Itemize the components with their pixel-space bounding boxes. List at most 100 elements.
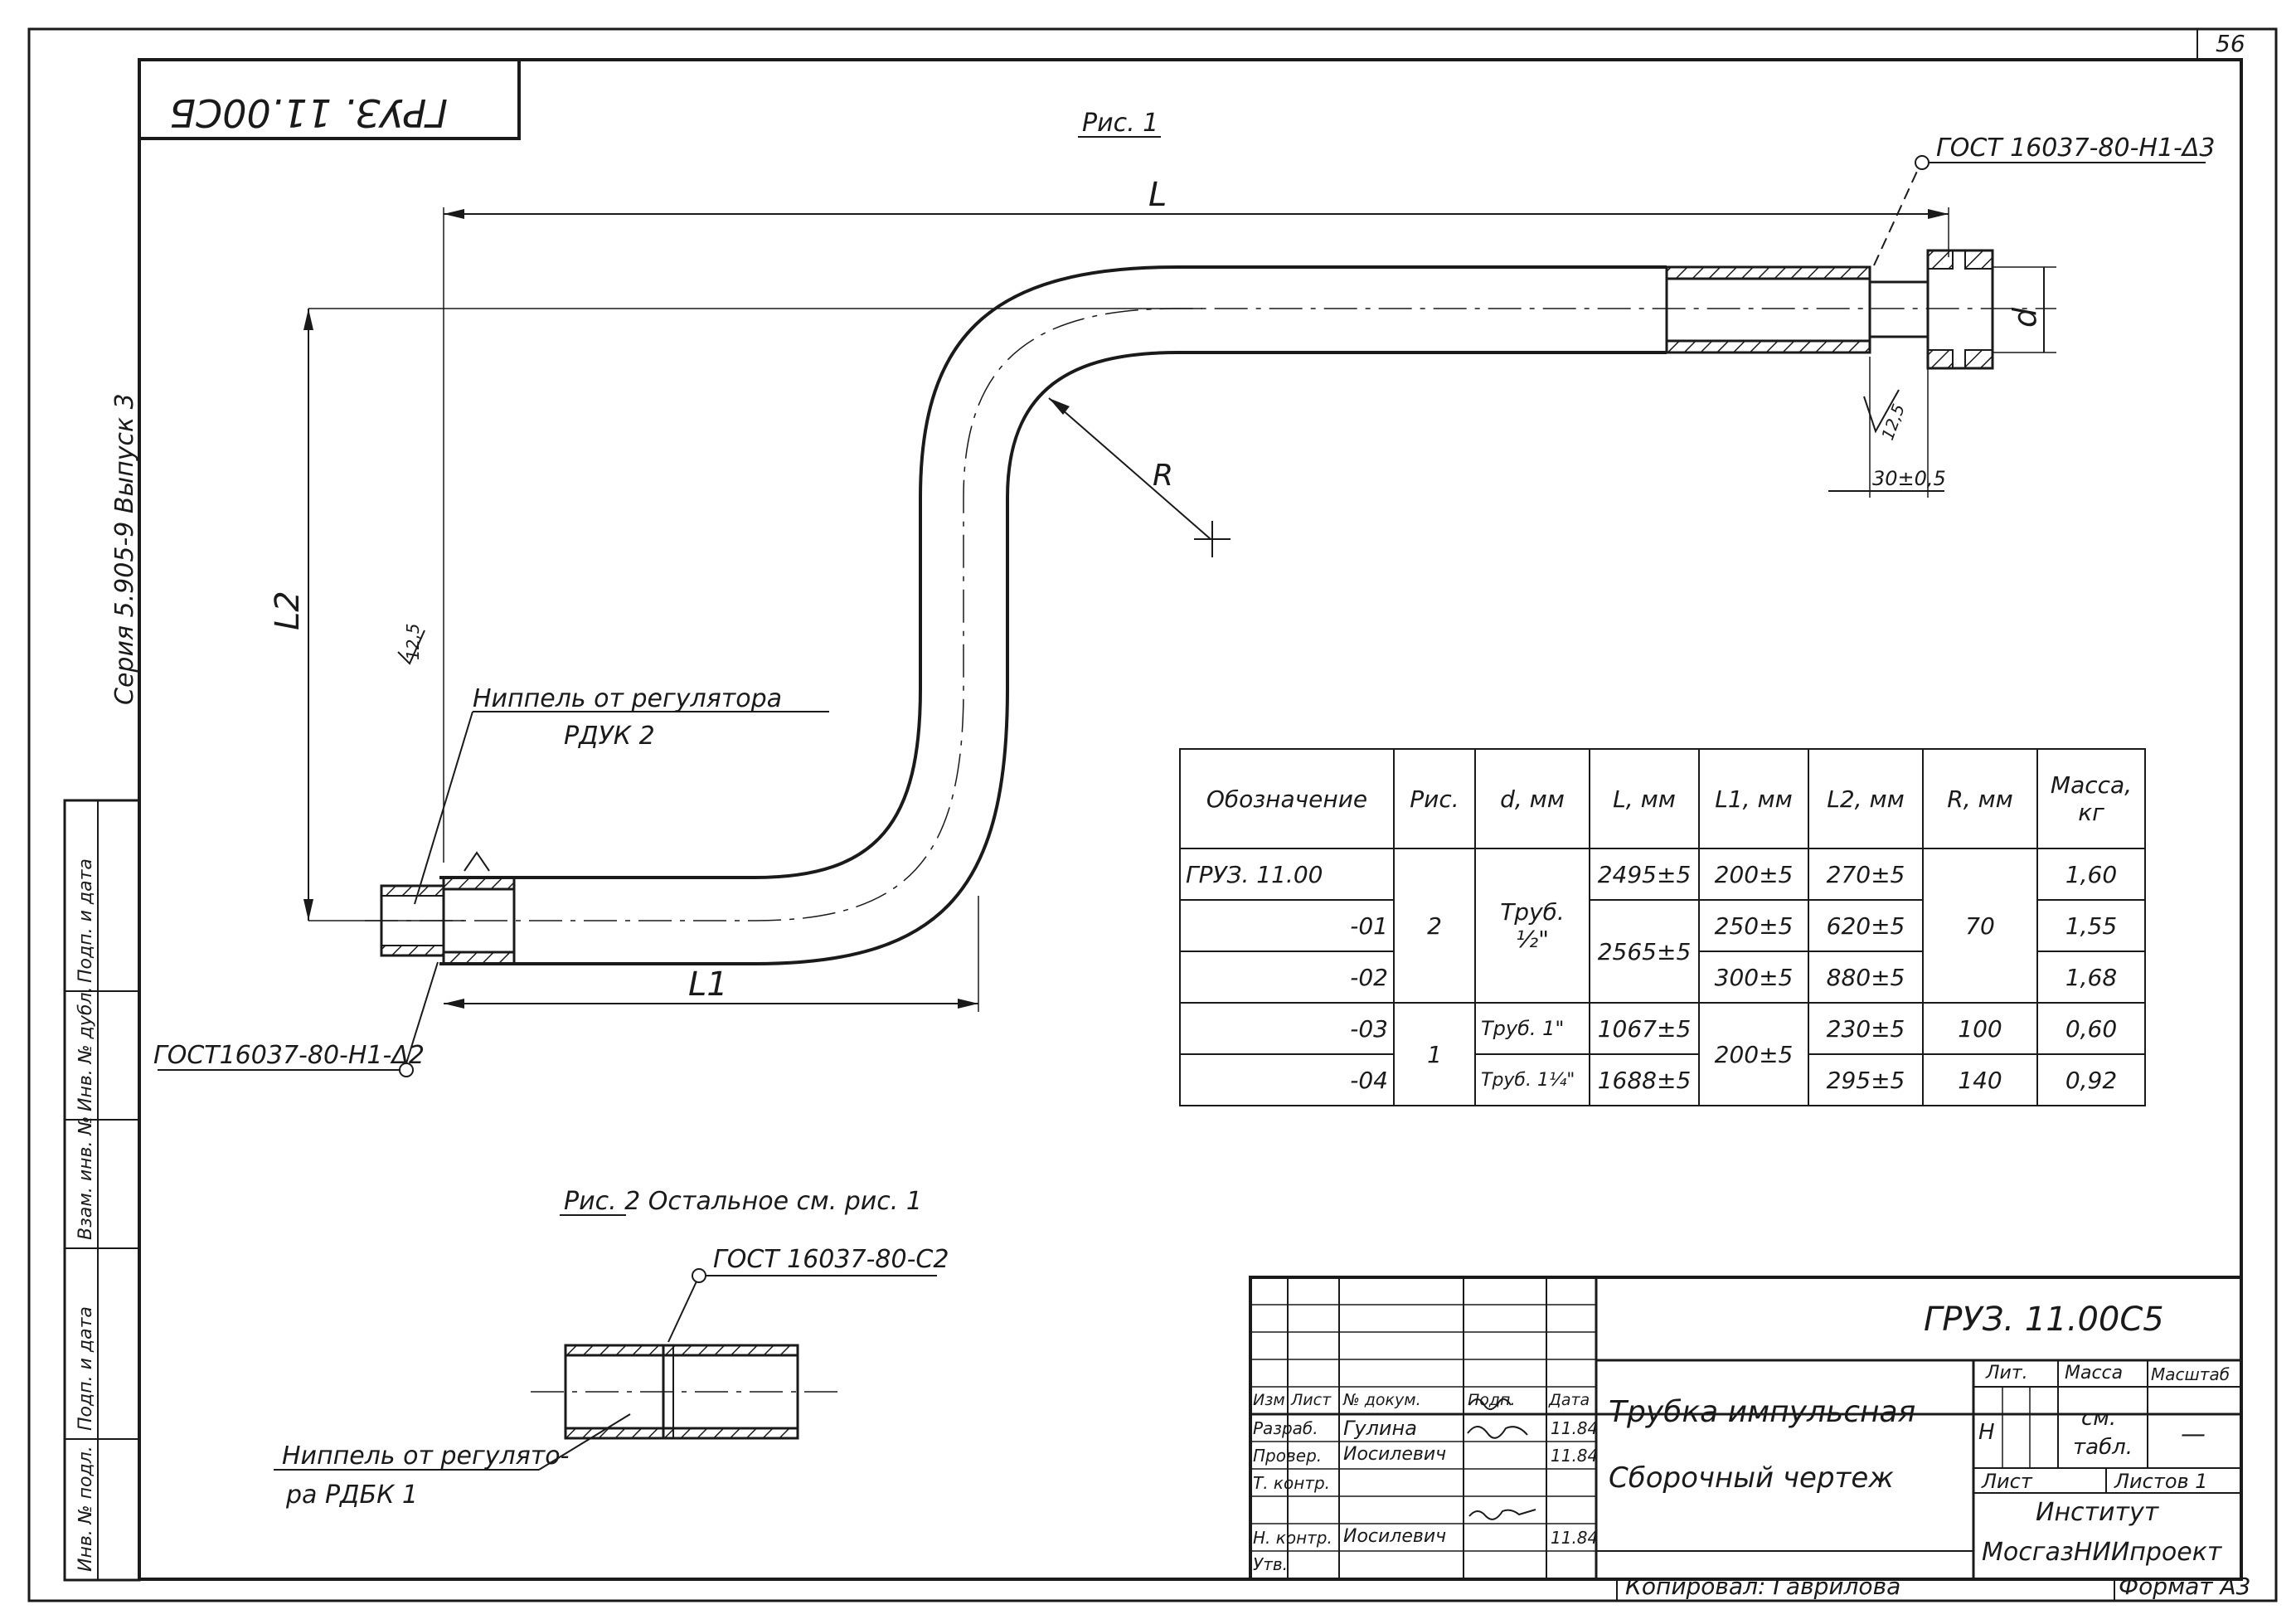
rotated-title-text: ГРУЗ. 11.00СБ xyxy=(170,90,449,135)
bent-tube: R xyxy=(365,265,2056,965)
svg-text:ра РДБК 1: ра РДБК 1 xyxy=(285,1481,418,1510)
date-razrab: 11.84 xyxy=(1551,1418,1599,1438)
th-L1: L1, мм xyxy=(1698,748,1809,849)
svg-text:12,5: 12,5 xyxy=(1877,401,1909,443)
sheet-label: Лист xyxy=(1982,1470,2032,1493)
th-d: d, мм xyxy=(1474,748,1590,849)
cell-L: 1688±5 xyxy=(1589,1053,1700,1106)
dim-L1: L1 xyxy=(444,896,979,1012)
drawing-code: ГРУЗ. 11.00С5 xyxy=(1924,1301,2164,1339)
th-R: R, мм xyxy=(1922,748,2038,849)
th-L2: L2, мм xyxy=(1808,748,1924,849)
page-number: 56 xyxy=(2216,30,2245,57)
right-fitting: d 30±0,5 12,5 ГОСТ 16037-80-Н1-Δ3 xyxy=(1665,134,2215,498)
mass-header: Масса xyxy=(2065,1363,2124,1383)
fig2: Рис. 2 Остальное см. рис. 1 ГОСТ 16037-8… xyxy=(274,1187,949,1510)
title-block xyxy=(1249,1276,2243,1581)
cell-L2: 270±5 xyxy=(1808,848,1924,901)
cell-L1: 300±5 xyxy=(1698,951,1809,1004)
svg-text:ГОСТ 16037-80-С2: ГОСТ 16037-80-С2 xyxy=(713,1245,949,1274)
variants-table: Обозначение Рис. d, мм L, мм L1, мм L2, … xyxy=(1179,748,2146,1106)
cell-d: Труб. 1¼" xyxy=(1474,1053,1590,1106)
cell-fig: 1 xyxy=(1393,1002,1476,1106)
cell-mass: 1,68 xyxy=(2036,951,2146,1004)
name-prover: Иосилевич xyxy=(1343,1444,1447,1465)
name-razrab: Гулина xyxy=(1343,1417,1417,1440)
cell-L: 1067±5 xyxy=(1589,1002,1700,1055)
format-label: Формат А3 xyxy=(2119,1573,2250,1600)
cell-L1: 200±5 xyxy=(1698,848,1809,901)
role-tkontr: Т. контр. xyxy=(1253,1473,1331,1493)
svg-text:Подп. и дата: Подп. и дата xyxy=(75,1306,96,1431)
role-prover: Провер. xyxy=(1253,1446,1323,1466)
svg-text:L1: L1 xyxy=(688,965,728,1004)
dim-L2: L2 xyxy=(269,308,1202,921)
org-line-2: МосгазНИИпроект xyxy=(1982,1538,2222,1567)
svg-text:Ниппель от регулято-: Ниппель от регулято- xyxy=(282,1442,569,1471)
cell-R: 100 xyxy=(1922,1002,2038,1055)
cell-mass: 1,60 xyxy=(2036,848,2146,901)
date-nkontr: 11.84 xyxy=(1551,1528,1599,1548)
col-izm: Изм xyxy=(1253,1391,1285,1409)
org-line-1: Институт xyxy=(2036,1498,2159,1527)
svg-text:Инв. № дубл.: Инв. № дубл. xyxy=(75,986,96,1111)
cell-fig: 2 xyxy=(1393,848,1476,1004)
name-nkontr: Иосилевич xyxy=(1343,1526,1447,1547)
svg-text:d: d xyxy=(2007,307,2043,328)
svg-text:Инв. № подл.: Инв. № подл. xyxy=(75,1446,96,1572)
cell-d: Труб. ½" xyxy=(1474,848,1590,1004)
fig1-caption: Рис. 1 xyxy=(1082,109,1158,138)
svg-text:30±0,5: 30±0,5 xyxy=(1872,467,1946,490)
cell-L1: 250±5 xyxy=(1698,899,1809,952)
col-doc: № докум. xyxy=(1343,1391,1421,1409)
cell-R: 140 xyxy=(1922,1053,2038,1106)
role-utv: Утв. xyxy=(1253,1554,1288,1574)
rotated-title-box: ГРУЗ. 11.00СБ xyxy=(138,58,521,140)
svg-text:R: R xyxy=(1153,459,1173,493)
cell-L: 2495±5 xyxy=(1589,848,1700,901)
drawing-title-1: Трубка импульсная xyxy=(1609,1395,1916,1429)
signatures xyxy=(1467,1398,1536,1520)
svg-text:ГОСТ 16037-80-Н1-Δ3: ГОСТ 16037-80-Н1-Δ3 xyxy=(1936,134,2215,163)
cell-designation: -01 xyxy=(1179,899,1395,952)
series-label: Серия 5.905-9 Выпуск 3 xyxy=(110,393,139,705)
cell-mass: 0,60 xyxy=(2036,1002,2146,1055)
lit-value: Н xyxy=(1978,1420,1995,1445)
dim-L: L xyxy=(443,176,1949,863)
copied-by: Копировал: Гаврилова xyxy=(1625,1573,1900,1600)
cell-designation: -04 xyxy=(1179,1053,1395,1106)
col-date: Дата xyxy=(1549,1391,1590,1409)
mass-value-1: см. xyxy=(2081,1406,2117,1431)
left-nipple: 12,5 Ниппель от регулятора РДУК 2 ГОСТ16… xyxy=(153,623,829,1077)
cell-L2: 620±5 xyxy=(1808,899,1924,952)
th-designation: Обозначение xyxy=(1179,748,1395,849)
th-fig: Рис. xyxy=(1393,748,1476,849)
cell-mass: 0,92 xyxy=(2036,1053,2146,1106)
cell-mass: 1,55 xyxy=(2036,899,2146,952)
mass-value-2: табл. xyxy=(2073,1435,2133,1460)
svg-text:Ниппель от регулятора: Ниппель от регулятора xyxy=(473,684,782,713)
col-sign: Подп. xyxy=(1468,1391,1516,1409)
svg-text:Взам. инв. №: Взам. инв. № xyxy=(75,1116,96,1240)
cell-L2: 295±5 xyxy=(1808,1053,1924,1106)
svg-text:L: L xyxy=(1148,176,1167,214)
cell-L: 2565±5 xyxy=(1589,899,1700,1004)
cell-designation: -02 xyxy=(1179,951,1395,1004)
drawing-title-2: Сборочный чертеж xyxy=(1609,1461,1894,1495)
cell-L2: 230±5 xyxy=(1808,1002,1924,1055)
left-stamp: Инв. № подл. Подп. и дата Взам. инв. № И… xyxy=(63,799,141,1582)
sheets-label: Листов 1 xyxy=(2114,1470,2208,1493)
role-razrab: Разраб. xyxy=(1253,1418,1318,1438)
svg-text:Рис. 2 Остальное см. рис. 1: Рис. 2 Остальное см. рис. 1 xyxy=(564,1187,922,1216)
th-L: L, мм xyxy=(1589,748,1700,849)
date-prover: 11.84 xyxy=(1551,1446,1599,1466)
svg-text:ГОСТ16037-80-Н1-Δ2: ГОСТ16037-80-Н1-Δ2 xyxy=(153,1041,425,1070)
th-mass: Масса, кг xyxy=(2036,748,2146,849)
cell-designation: ГРУЗ. 11.00 xyxy=(1179,848,1395,901)
cell-L2: 880±5 xyxy=(1808,951,1924,1004)
svg-text:Подп. и дата: Подп. и дата xyxy=(75,858,96,983)
scale-header: Масштаб xyxy=(2151,1364,2230,1384)
scale-value: — xyxy=(2181,1420,2206,1449)
role-nkontr: Н. контр. xyxy=(1253,1528,1332,1548)
